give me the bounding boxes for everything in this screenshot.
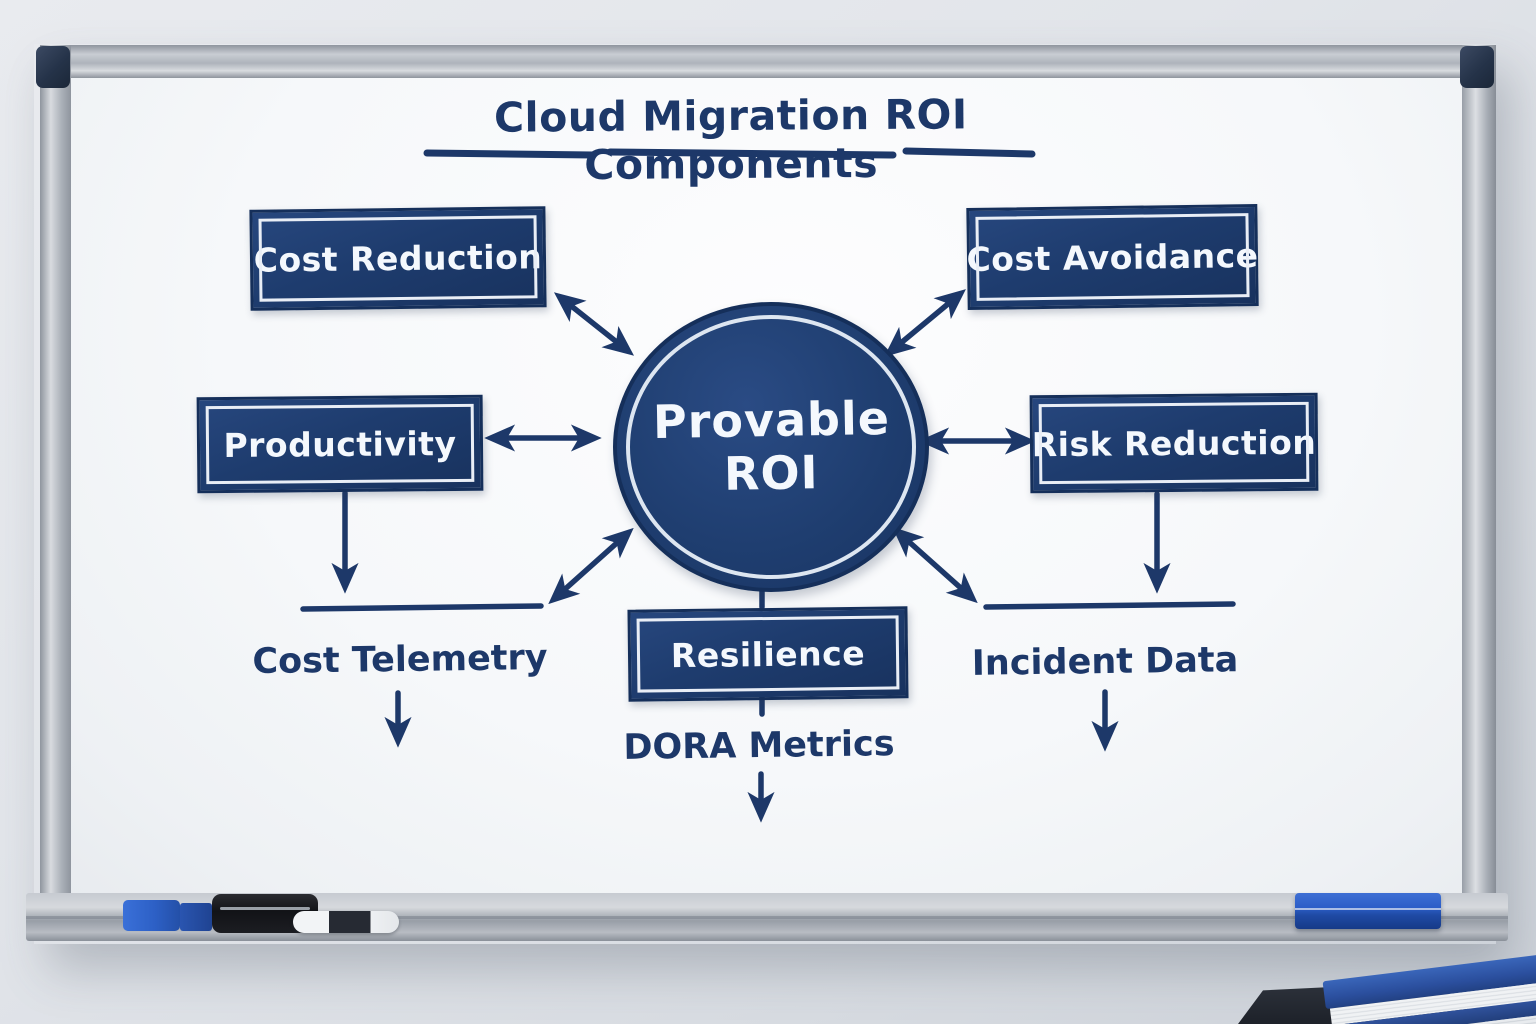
frame-rail-right xyxy=(1462,45,1496,937)
blue-marker-cap-dark xyxy=(180,903,212,931)
annotation-dora-metrics: DORA Metrics xyxy=(623,724,895,768)
center-label-line2: ROI xyxy=(723,445,819,501)
node-label: Resilience xyxy=(670,633,866,675)
node-provable-roi: Provable ROI xyxy=(613,302,929,592)
eraser-seam xyxy=(1295,908,1441,910)
node-cost-avoidance: Cost Avoidance xyxy=(966,203,1259,311)
marker-tray-lip xyxy=(26,916,1508,919)
frame-corner-cap xyxy=(1460,46,1494,88)
node-productivity: Productivity xyxy=(196,394,484,494)
blue-eraser xyxy=(1295,893,1441,929)
node-risk-reduction: Risk Reduction xyxy=(1029,392,1319,494)
node-label: Cost Reduction xyxy=(253,237,543,280)
marker-clip xyxy=(220,907,310,910)
annotation-incident-data: Incident Data xyxy=(971,640,1239,684)
blue-marker-cap xyxy=(123,900,180,931)
node-label: Productivity xyxy=(223,423,457,465)
center-label-line1: Provable xyxy=(652,391,890,450)
node-cost-reduction: Cost Reduction xyxy=(249,206,547,311)
node-resilience: Resilience xyxy=(627,606,909,702)
node-label: Risk Reduction xyxy=(1031,422,1317,464)
node-label: Cost Avoidance xyxy=(966,235,1259,279)
annotation-cost-telemetry: Cost Telemetry xyxy=(252,637,548,683)
frame-rail-left xyxy=(40,45,71,937)
white-black-marker xyxy=(293,911,399,933)
frame-rail-top xyxy=(40,45,1496,78)
diagram-title: Cloud Migration ROI Components xyxy=(493,90,968,190)
frame-corner-cap xyxy=(36,46,70,88)
